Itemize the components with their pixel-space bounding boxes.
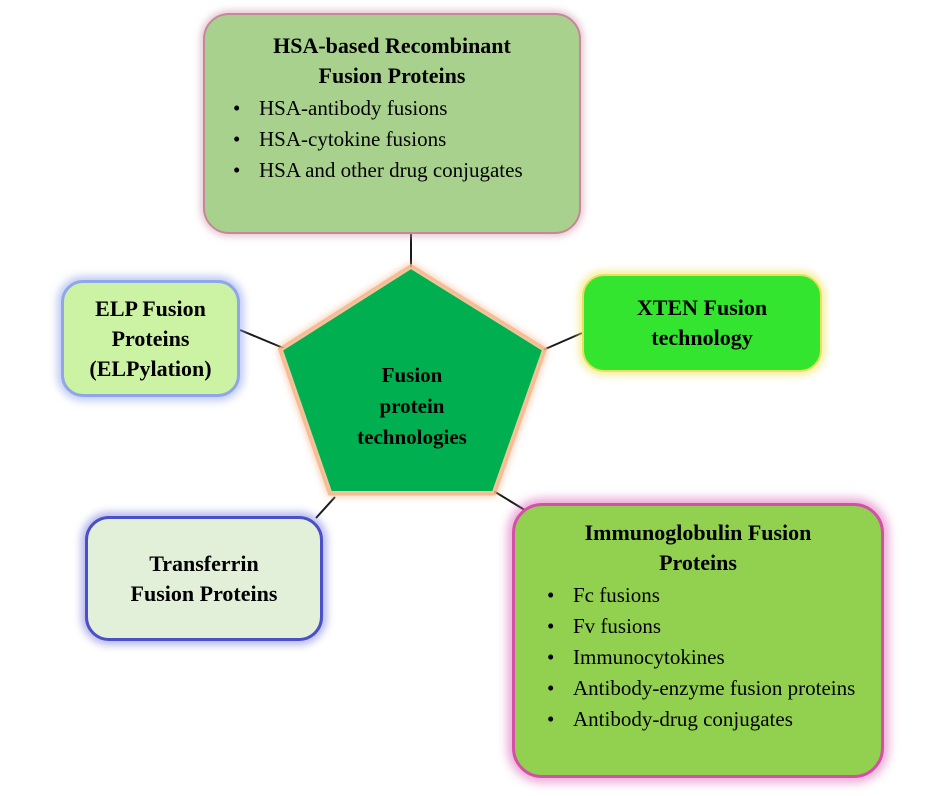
title-line: Transferrin <box>149 550 259 576</box>
immunoglobulin-node-title: Immunoglobulin Fusion Proteins <box>529 518 867 578</box>
list-item: Antibody-enzyme fusion proteins <box>529 673 867 704</box>
title-line: Immunoglobulin Fusion <box>584 520 812 545</box>
list-item: HSA-antibody fusions <box>219 93 565 124</box>
connector-xten <box>542 332 583 351</box>
list-item: HSA and other drug conjugates <box>219 155 565 186</box>
list-item: Fv fusions <box>529 611 867 642</box>
hsa-fusion-node: HSA-based Recombinant Fusion Proteins HS… <box>203 13 581 234</box>
title-line: ELP Fusion <box>95 295 206 321</box>
center-label: Fusion protein technologies <box>322 360 502 453</box>
title-line: Proteins <box>111 325 190 351</box>
list-item: Fc fusions <box>529 580 867 611</box>
xten-node-title: XTEN Fusion technology <box>637 293 767 353</box>
center-label-line: Fusion <box>381 363 443 387</box>
hsa-node-title: HSA-based Recombinant Fusion Proteins <box>219 31 565 91</box>
elp-fusion-node: ELP Fusion Proteins (ELPylation) <box>61 280 240 397</box>
title-line: (ELPylation) <box>89 355 212 381</box>
list-item: Immunocytokines <box>529 642 867 673</box>
center-label-line: technologies <box>357 425 467 449</box>
title-line: XTEN Fusion <box>636 295 768 320</box>
connector-elp <box>239 329 289 351</box>
transferrin-node-title: Transferrin Fusion Proteins <box>131 549 278 609</box>
immunoglobulin-fusion-node: Immunoglobulin Fusion Proteins Fc fusion… <box>512 503 884 778</box>
transferrin-fusion-node: Transferrin Fusion Proteins <box>85 516 323 641</box>
xten-fusion-node: XTEN Fusion technology <box>582 274 822 372</box>
title-line: Proteins <box>659 550 737 575</box>
elp-node-title: ELP Fusion Proteins (ELPylation) <box>89 294 211 384</box>
list-item: HSA-cytokine fusions <box>219 124 565 155</box>
title-line: HSA-based Recombinant <box>273 33 511 58</box>
immunoglobulin-item-list: Fc fusions Fv fusions Immunocytokines An… <box>529 580 867 735</box>
hsa-item-list: HSA-antibody fusions HSA-cytokine fusion… <box>219 93 565 186</box>
title-line: technology <box>651 325 753 350</box>
connector-transferrin <box>315 496 336 519</box>
title-line: Fusion Proteins <box>318 63 466 88</box>
title-line: Fusion Proteins <box>130 580 278 606</box>
list-item: Antibody-drug conjugates <box>529 704 867 735</box>
center-label-line: protein <box>379 394 445 418</box>
